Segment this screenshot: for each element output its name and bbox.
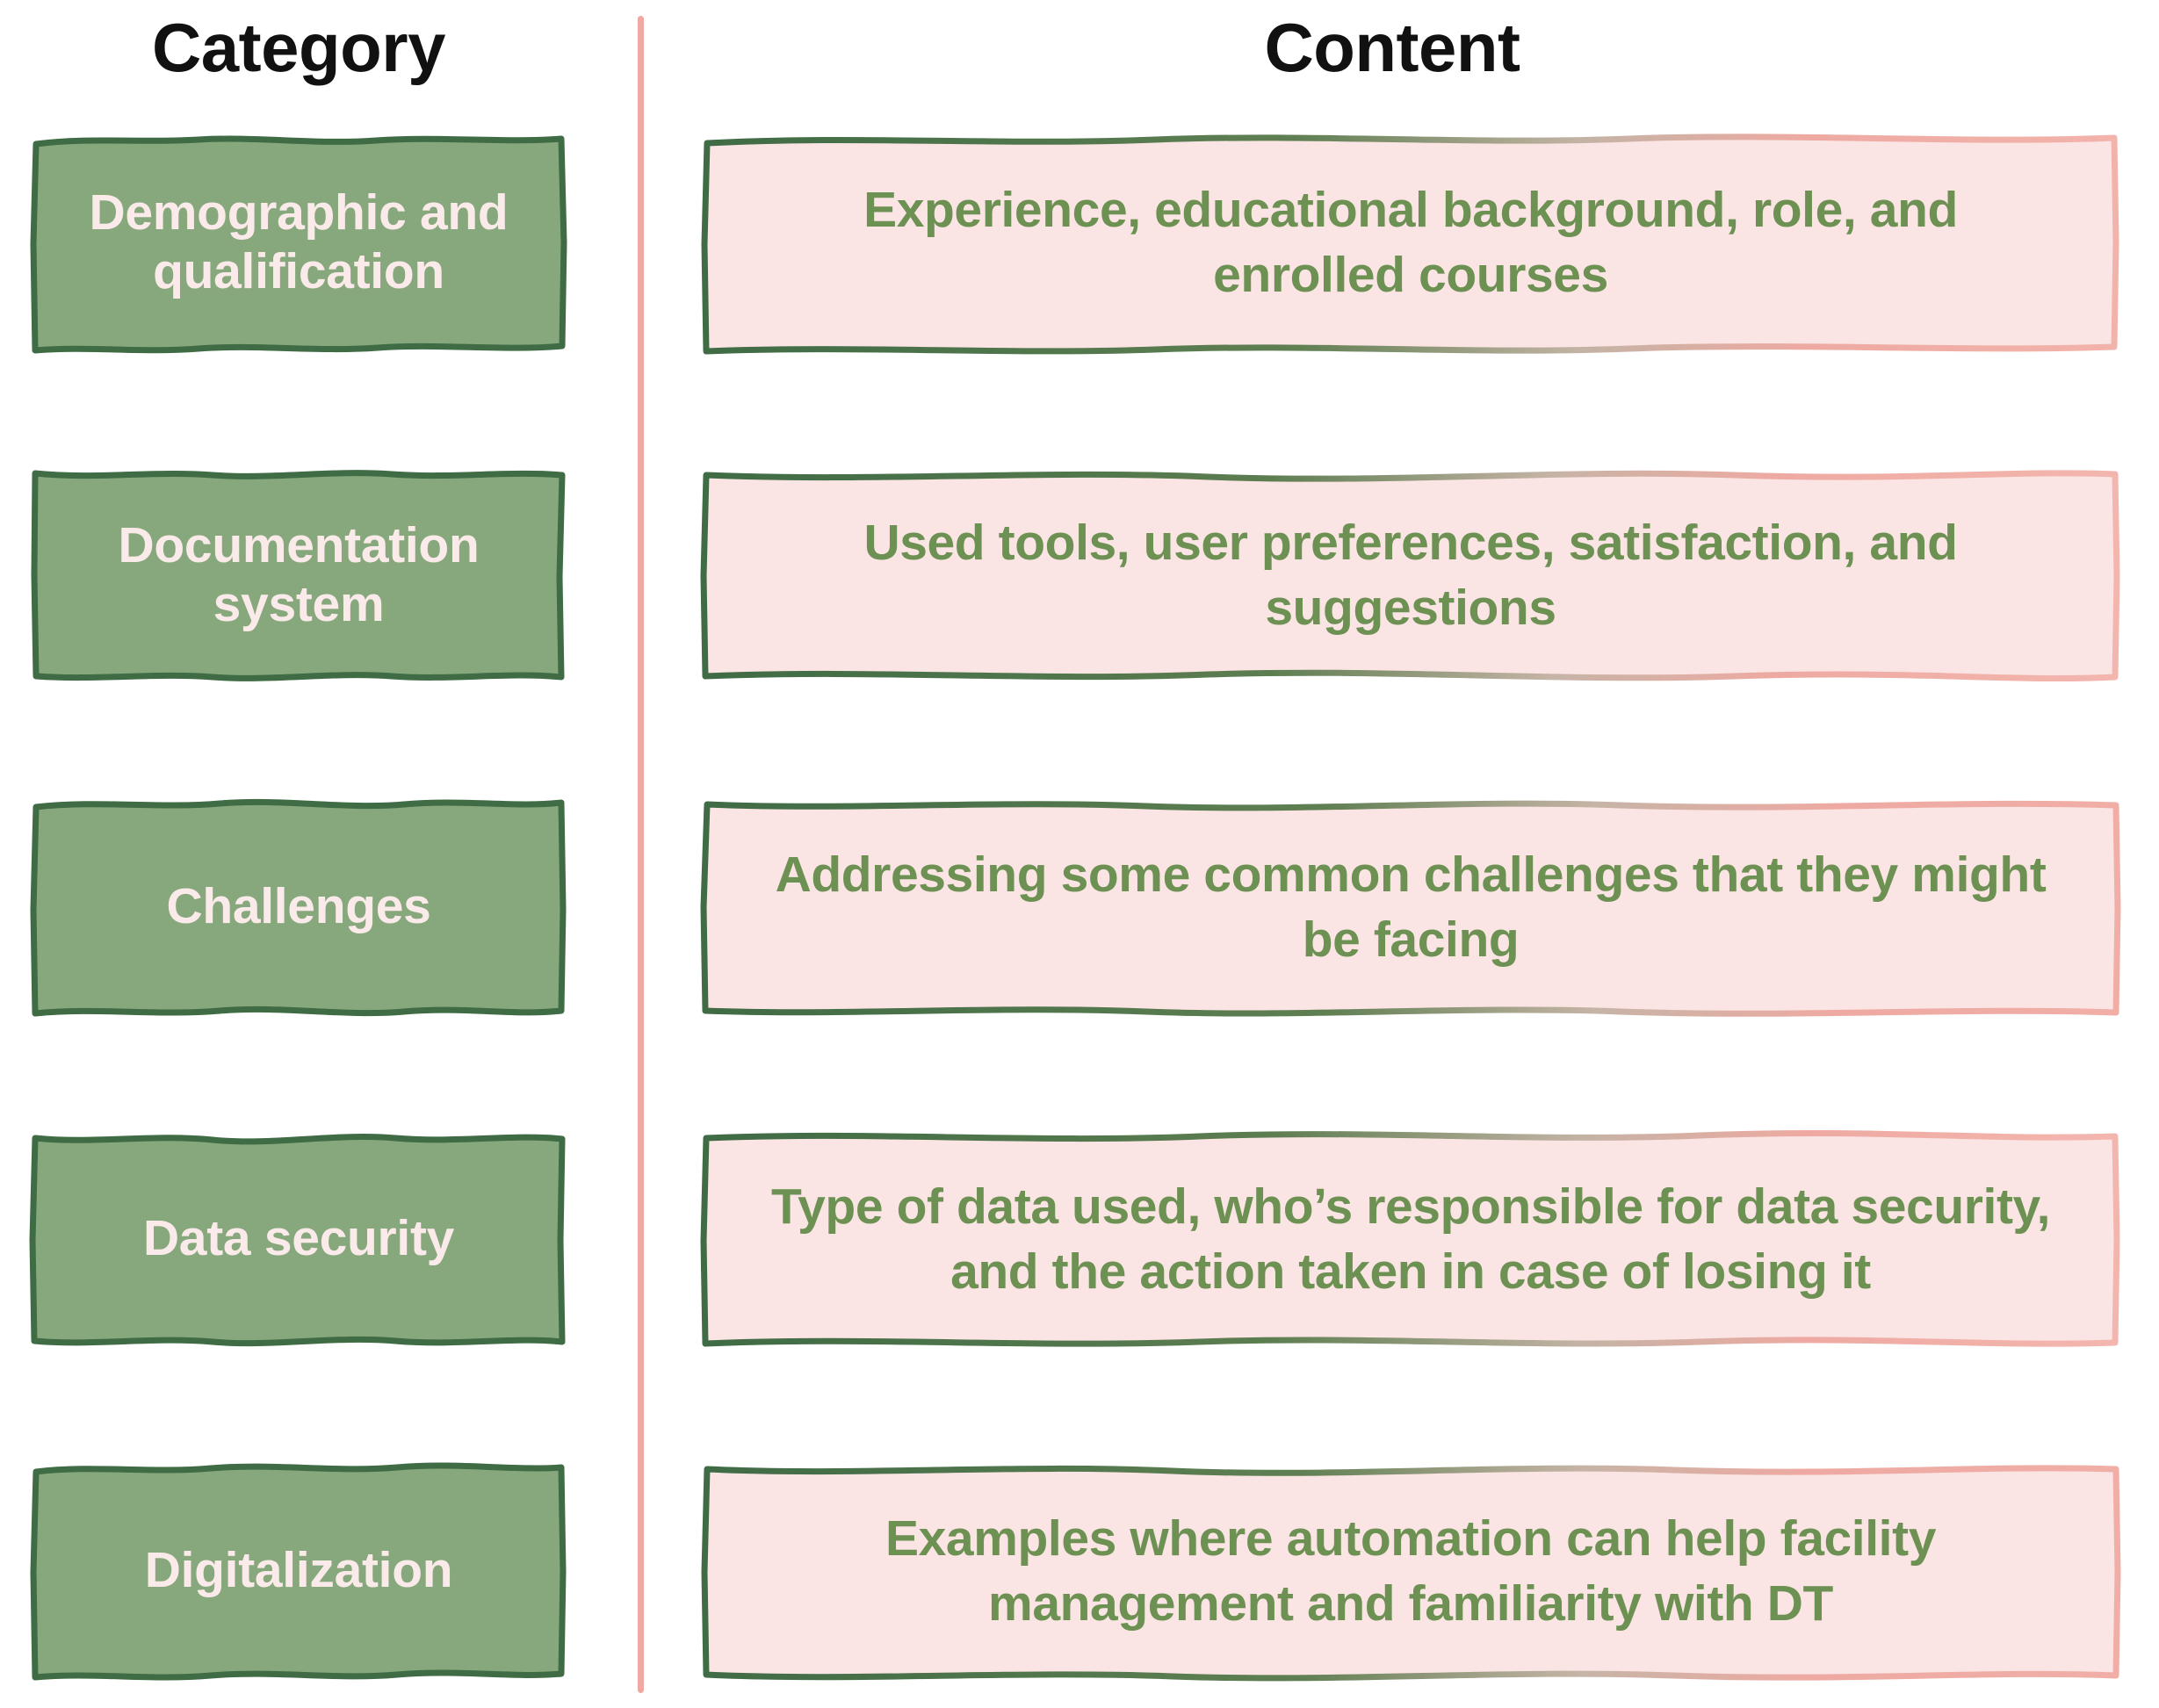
sketchy-pink-box-shape [698, 130, 2123, 355]
column-divider [638, 16, 644, 1693]
category-column-header: Category [151, 9, 446, 86]
column-headers: Category Content [0, 0, 2159, 97]
category-box[interactable]: Challenges [26, 795, 571, 1020]
category-box[interactable]: Digitalization [26, 1459, 571, 1683]
table-row: Digitalization [0, 1459, 2159, 1683]
sketchy-pink-box-shape [698, 795, 2123, 1020]
content-box[interactable]: Addressing some common challenges that t… [698, 795, 2123, 1020]
table-row: Demographic and qualification [0, 130, 2159, 355]
category-box[interactable]: Data security [26, 1127, 571, 1351]
content-box[interactable]: Used tools, user preferences, satisfacti… [698, 463, 2123, 688]
content-box[interactable]: Type of data used, who’s responsible for… [698, 1127, 2123, 1351]
category-box[interactable]: Demographic and qualification [26, 130, 571, 355]
sketchy-green-box-shape [26, 463, 571, 688]
sketchy-green-box-shape [26, 1459, 571, 1683]
sketchy-green-box-shape [26, 795, 571, 1020]
table-row: Documentation system [0, 463, 2159, 688]
content-box[interactable]: Experience, educational background, role… [698, 130, 2123, 355]
sketchy-green-box-shape [26, 130, 571, 355]
sketchy-pink-box-shape [698, 463, 2123, 688]
table-row: Data security [0, 1127, 2159, 1351]
category-box[interactable]: Documentation system [26, 463, 571, 688]
content-box[interactable]: Examples where automation can help facil… [698, 1459, 2123, 1683]
sketchy-pink-box-shape [698, 1459, 2123, 1683]
sketchy-green-box-shape [26, 1127, 571, 1351]
table-row: Challenges [0, 795, 2159, 1020]
content-column-header: Content [1264, 9, 1520, 86]
sketchy-pink-box-shape [698, 1127, 2123, 1351]
